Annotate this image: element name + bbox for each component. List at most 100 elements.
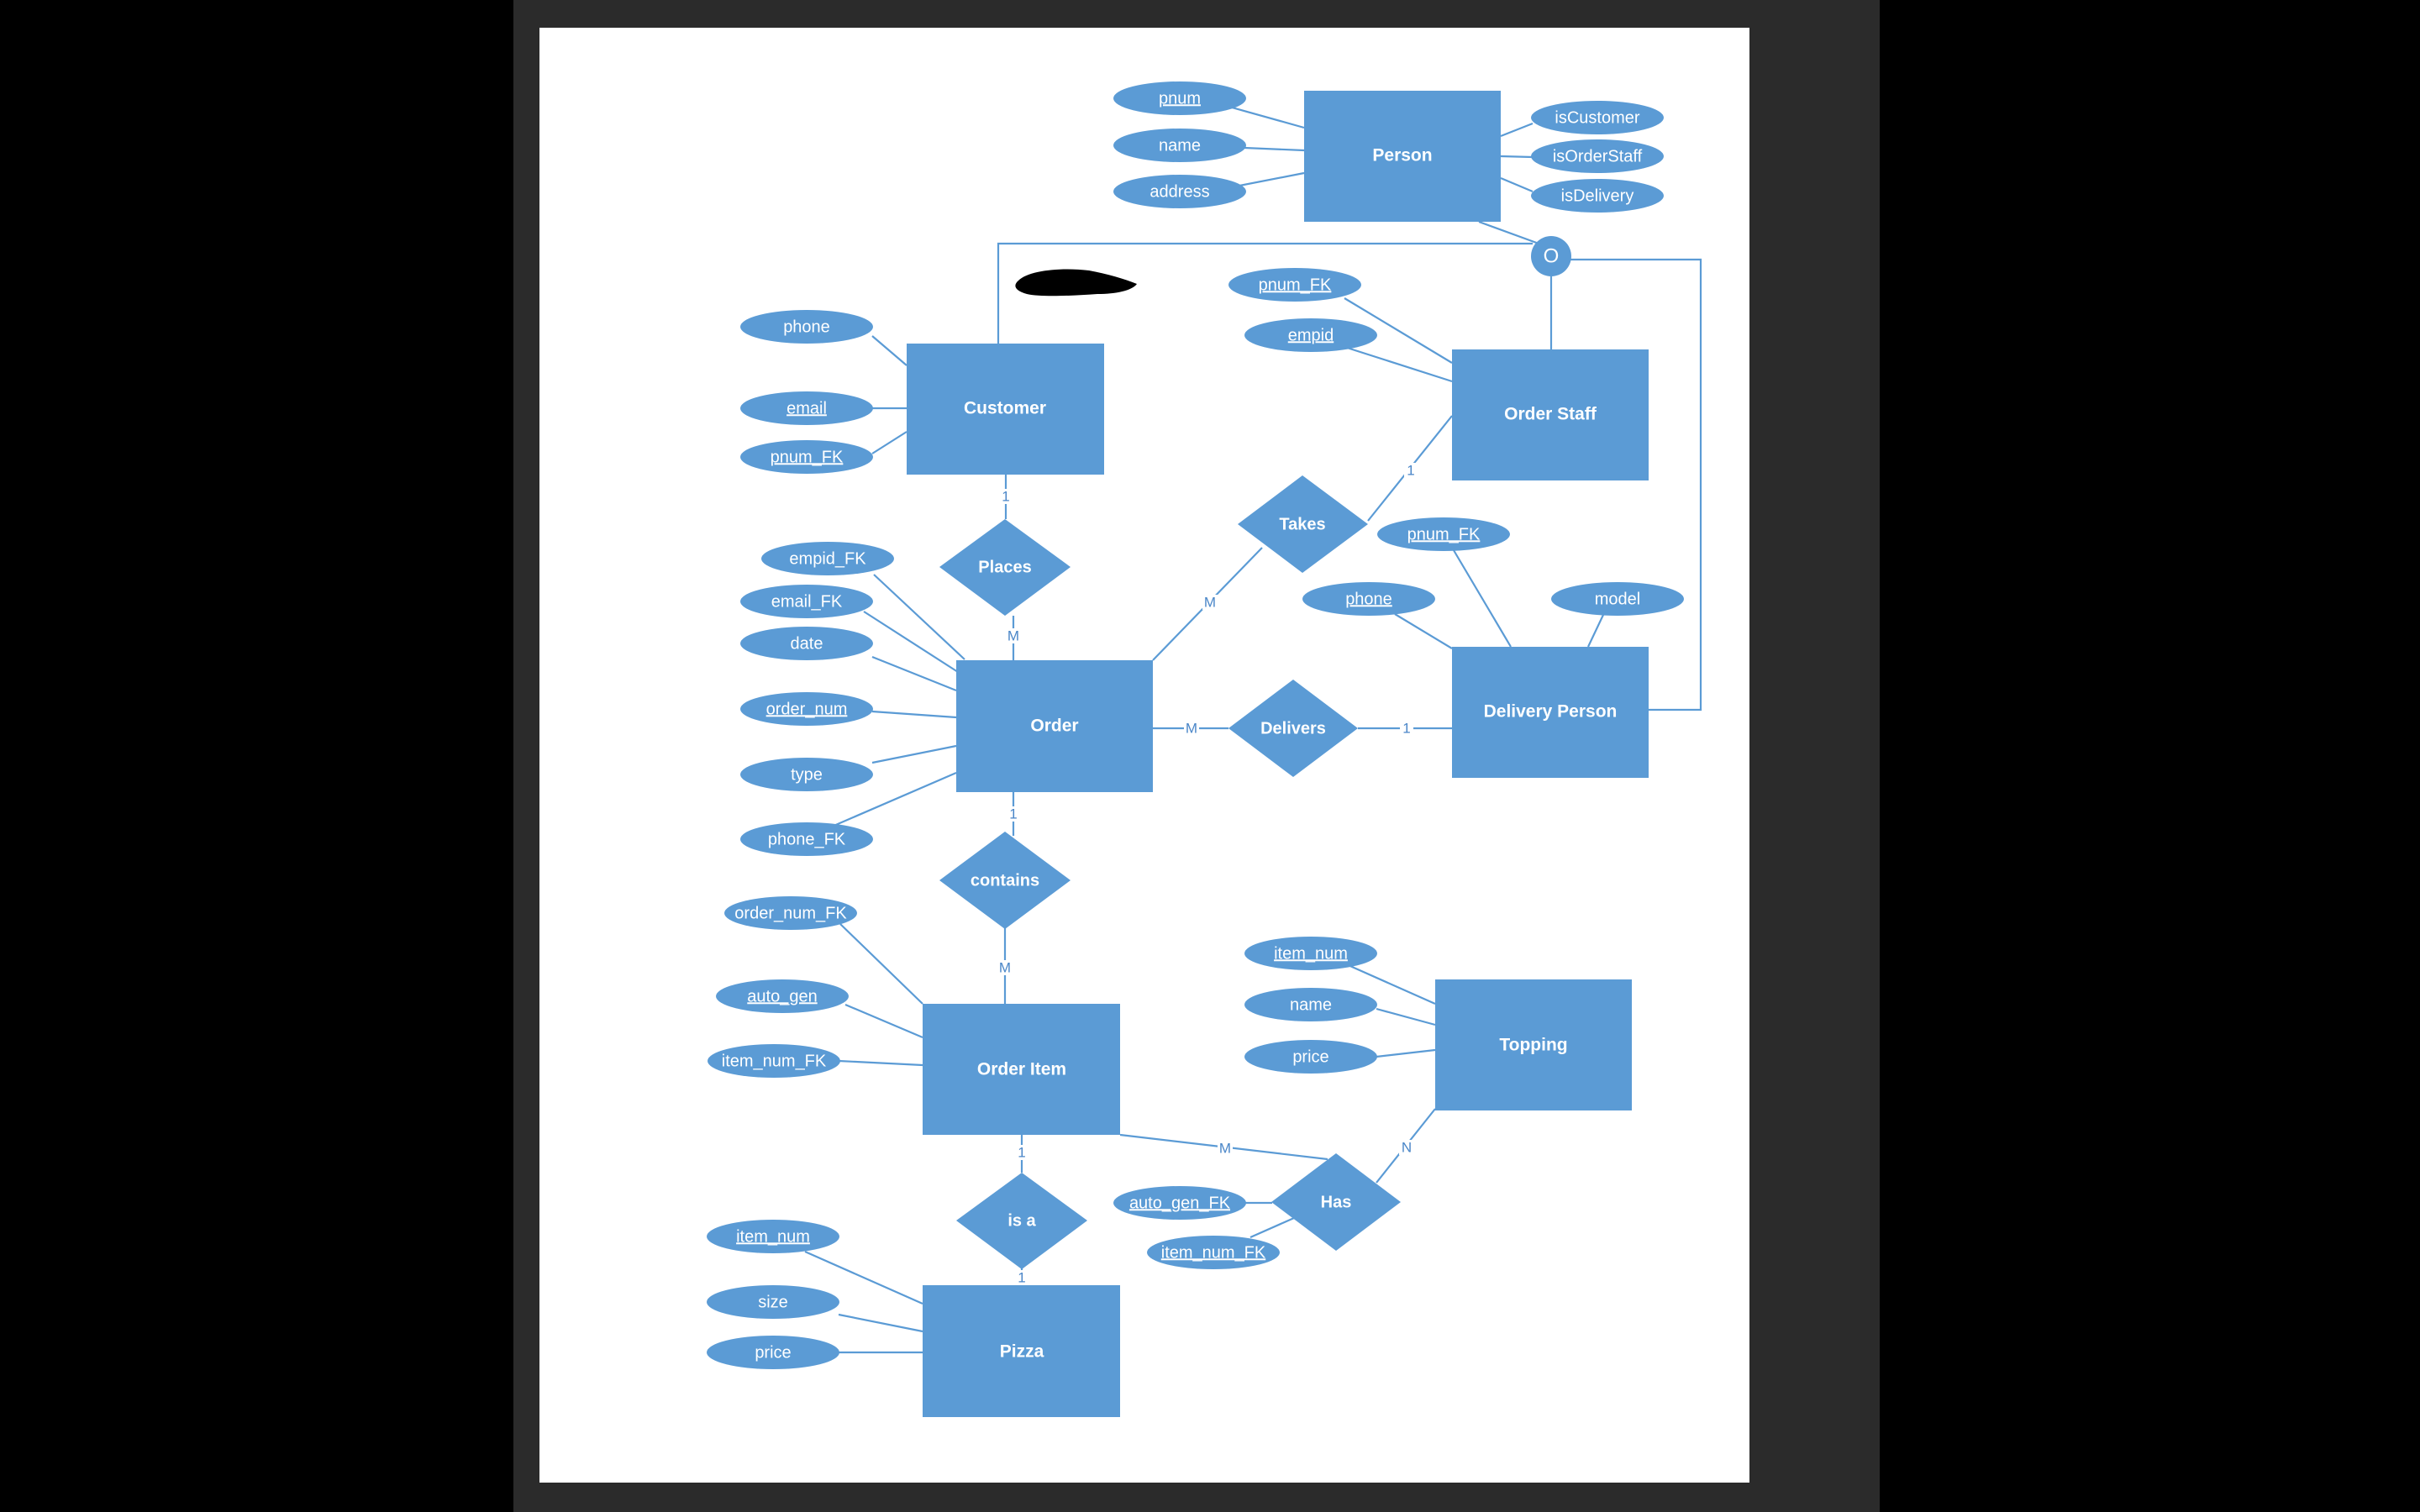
edge-person-iscustomer: [1500, 122, 1534, 138]
attribute-label: model: [1595, 590, 1640, 608]
edge-orderstaff-empid: [1344, 345, 1453, 383]
attribute-orderitem-autogen: auto_gen: [716, 979, 849, 1013]
attribute-label: item_num_FK: [1161, 1243, 1266, 1262]
relationship-label: contains: [971, 871, 1039, 890]
relationship-has: Has: [1271, 1153, 1401, 1251]
edge-customer-pnumfk: [871, 431, 908, 454]
entity-order-item: Order Item: [923, 1004, 1120, 1135]
attribute-label: email_FK: [771, 592, 843, 611]
cardinality-places-order: M: [1007, 627, 1019, 643]
attribute-label: item_num: [1274, 944, 1348, 963]
relationship-takes: Takes: [1238, 475, 1368, 573]
edge-person-isdelivery: [1500, 176, 1534, 193]
attribute-delivery-model: model: [1551, 582, 1684, 616]
relationship-label: Places: [978, 558, 1031, 576]
attribute-pizza-size: size: [707, 1285, 839, 1319]
attribute-label: phone: [783, 318, 830, 336]
entity-delivery-person: Delivery Person: [1452, 647, 1649, 778]
edge-order-empidfk: [873, 574, 965, 660]
attribute-label: price: [755, 1343, 791, 1362]
cardinality-delivers-deliveryperson: 1: [1402, 720, 1410, 736]
edge-person-specialization: [1478, 220, 1542, 246]
attribute-label: item_num: [736, 1227, 810, 1246]
edge-order-type: [871, 744, 957, 764]
edge-order-emailfk: [863, 611, 959, 673]
attribute-has-autogenfk: auto_gen_FK: [1113, 1186, 1246, 1220]
attribute-topping-name: name: [1244, 988, 1377, 1021]
cardinality-order-delivers: M: [1186, 720, 1197, 736]
attribute-person-name: name: [1113, 129, 1246, 162]
edge-orderitem-autogen: [844, 1003, 923, 1039]
attribute-label: auto_gen: [747, 987, 817, 1005]
edge-person-isorderstaff: [1500, 155, 1534, 159]
attribute-order-type: type: [740, 758, 873, 791]
relationship-delivers: Delivers: [1228, 680, 1358, 777]
attribute-label: address: [1150, 182, 1209, 201]
attribute-label: phone: [1345, 590, 1392, 608]
entity-order: Order: [956, 660, 1153, 792]
attribute-order-date: date: [740, 627, 873, 660]
edge-order-ordernum: [871, 710, 957, 719]
attribute-label: isDelivery: [1561, 186, 1634, 205]
attribute-person-iscustomer: isCustomer: [1531, 101, 1664, 134]
entity-label: Pizza: [1000, 1342, 1044, 1362]
attribute-label: empid_FK: [789, 549, 866, 568]
cardinality-isa-pizza: 1: [1018, 1269, 1025, 1285]
entity-customer: Customer: [907, 344, 1104, 475]
edge-orderitem-itemnumfk: [838, 1059, 923, 1067]
attribute-label: empid: [1288, 326, 1334, 344]
entity-label: Order Staff: [1504, 405, 1597, 424]
attribute-pizza-itemnum: item_num: [707, 1220, 839, 1253]
attribute-order-emailfk: email_FK: [740, 585, 873, 618]
attribute-delivery-pnumfk: pnum_FK: [1377, 517, 1510, 551]
attribute-label: item_num_FK: [722, 1052, 827, 1070]
attribute-orderitem-itemnumfk: item_num_FK: [708, 1044, 840, 1078]
attribute-orderitem-ordernumfk: order_num_FK: [724, 896, 857, 930]
cardinality-customer-places: 1: [1002, 488, 1009, 504]
entity-label: Order Item: [977, 1060, 1066, 1079]
attribute-order-empidfk: empid_FK: [761, 542, 894, 575]
attribute-customer-pnumfk: pnum_FK: [740, 440, 873, 474]
relationship-label: Delivers: [1260, 719, 1326, 738]
attribute-orderstaff-pnumfk: pnum_FK: [1228, 268, 1361, 302]
entity-topping: Topping: [1435, 979, 1632, 1110]
attribute-label: isOrderStaff: [1553, 147, 1643, 165]
attribute-label: pnum_FK: [771, 448, 844, 466]
cardinality-has-topping: N: [1402, 1139, 1412, 1155]
edge-pizza-size: [838, 1313, 923, 1333]
attribute-label: name: [1159, 136, 1201, 155]
cardinality-orderitem-has: M: [1219, 1140, 1231, 1156]
edge-delivery-phone: [1394, 613, 1453, 649]
attribute-customer-email: email: [740, 391, 873, 425]
relationship-label: is a: [1007, 1211, 1036, 1230]
edge-topping-itemnum: [1344, 962, 1436, 1005]
attribute-person-address: address: [1113, 175, 1246, 208]
specialization-circle: O: [1531, 236, 1571, 276]
attribute-label: order_num_FK: [734, 904, 847, 922]
attribute-topping-itemnum: item_num: [1244, 937, 1377, 970]
cardinality-order-takes: M: [1204, 594, 1216, 610]
attribute-label: phone_FK: [768, 830, 846, 848]
attribute-label: price: [1292, 1047, 1328, 1066]
entity-pizza: Pizza: [923, 1285, 1120, 1417]
cardinality-orderitem-isa: 1: [1018, 1144, 1025, 1160]
edge-has-itemnumfk: [1249, 1216, 1295, 1239]
attribute-label: order_num: [766, 700, 848, 718]
entity-label: Delivery Person: [1484, 702, 1618, 722]
edge-customer-phone: [871, 335, 908, 366]
attribute-pizza-price: price: [707, 1336, 839, 1369]
attribute-label: size: [758, 1293, 788, 1311]
entity-order-staff: Order Staff: [1452, 349, 1649, 480]
attribute-label: auto_gen_FK: [1129, 1194, 1231, 1212]
edge-topping-price: [1376, 1048, 1436, 1058]
edge-orderstaff-pnumfk: [1344, 297, 1453, 364]
edge-delivery-model: [1587, 614, 1604, 648]
edge-spec-customer: [997, 242, 1533, 344]
entity-label: Person: [1372, 146, 1432, 165]
relationship-label: Has: [1321, 1193, 1352, 1211]
edge-order-date: [871, 655, 957, 692]
attribute-label: isCustomer: [1555, 108, 1639, 127]
attribute-topping-price: price: [1244, 1040, 1377, 1074]
specialization-symbol: O: [1544, 244, 1560, 267]
